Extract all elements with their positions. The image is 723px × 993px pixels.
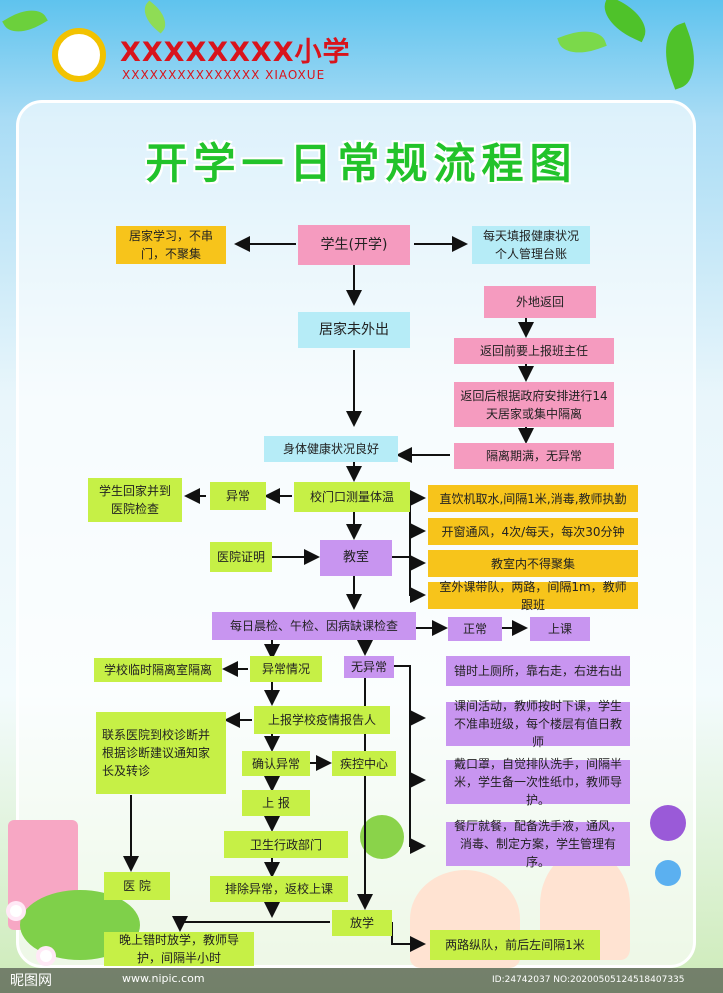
node-no-travel: 居家未外出 xyxy=(298,312,410,348)
node-no-gathering: 教室内不得聚集 xyxy=(428,550,638,577)
node-report-teacher: 返回前要上报班主任 xyxy=(454,338,614,364)
node-classroom: 教室 xyxy=(320,540,392,576)
node-abnormal-situation: 异常情况 xyxy=(250,656,322,682)
node-student-start: 学生(开学) xyxy=(298,225,410,265)
node-health-good: 身体健康状况良好 xyxy=(264,436,398,462)
node-normal: 正常 xyxy=(448,617,502,641)
node-gate-temperature: 校门口测量体温 xyxy=(294,482,410,512)
node-report-up: 上 报 xyxy=(242,790,310,816)
site-logo: 昵图网 xyxy=(10,973,52,989)
node-go-hospital: 学生回家并到医院检查 xyxy=(88,478,182,522)
node-quarantine-14: 返回后根据政府安排进行14天居家或集中隔离 xyxy=(454,382,614,427)
node-break-activity: 课间活动，教师按时下课，学生不准串班级，每个楼层有值日教师 xyxy=(446,699,630,749)
image-id: ID:24742037 NO:20200505124518407335 xyxy=(492,975,685,985)
node-return-from-outside: 外地返回 xyxy=(484,286,596,318)
node-report-epidemic: 上报学校疫情报告人 xyxy=(254,706,390,734)
flower-decoration xyxy=(40,950,52,962)
page-title: 开学一日常规流程图 xyxy=(145,139,578,188)
node-abnormal: 异常 xyxy=(210,482,266,510)
node-quarantine-end: 隔离期满，无异常 xyxy=(454,443,614,469)
node-isolation-room: 学校临时隔离室隔离 xyxy=(94,658,222,682)
node-confirm-abnormal: 确认异常 xyxy=(242,751,310,776)
school-logo xyxy=(52,28,106,82)
node-two-lines: 两路纵队，前后左间隔1米 xyxy=(430,930,600,960)
node-cdc: 疾控中心 xyxy=(332,751,396,776)
node-no-abnormal: 无异常 xyxy=(344,656,394,678)
node-ventilation: 开窗通风，4次/每天，每次30分钟 xyxy=(428,518,638,545)
node-outdoor-class: 室外课带队，两路，间隔1m，教师跟班 xyxy=(428,580,638,612)
watermark-bar xyxy=(0,968,723,993)
node-back-to-school: 排除异常，返校上课 xyxy=(210,876,348,902)
node-hospital: 医 院 xyxy=(104,872,170,900)
node-mask-wash: 戴口罩，自觉排队洗手，间隔半米，学生备一次性纸巾，教师导护。 xyxy=(446,757,630,807)
node-daily-health-report: 每天填报健康状况个人管理台账 xyxy=(472,226,590,264)
node-health-department: 卫生行政部门 xyxy=(224,831,348,858)
node-daily-checks: 每日晨检、午检、因病缺课检查 xyxy=(212,612,416,640)
virus-illustration xyxy=(650,805,686,841)
virus-illustration xyxy=(360,815,404,859)
node-staggered-dismissal: 晚上错时放学，教师导护，间隔半小时 xyxy=(104,932,254,966)
node-hospital-proof: 医院证明 xyxy=(210,542,272,572)
virus-illustration xyxy=(655,860,681,886)
node-stay-home: 居家学习，不串门，不聚集 xyxy=(116,226,226,264)
node-water-dispenser: 直饮机取水,间隔1米,消毒,教师执勤 xyxy=(428,485,638,512)
node-attend-class: 上课 xyxy=(530,617,590,641)
site-url: www.nipic.com xyxy=(122,972,205,985)
school-name-pinyin: XXXXXXXXXXXXXXX XIAOXUE xyxy=(122,68,326,82)
node-contact-hospital: 联系医院到校诊断并根据诊断建议通知家长及转诊 xyxy=(96,712,226,794)
flower-decoration xyxy=(10,905,22,917)
node-canteen: 餐厅就餐，配备洗手液，通风，消毒、制定方案，学生管理有序。 xyxy=(446,819,630,869)
school-name: XXXXXXXX小学 xyxy=(120,37,351,68)
node-toilet-rule: 错时上厕所，靠右走，右进右出 xyxy=(446,656,630,686)
node-dismissal: 放学 xyxy=(332,910,392,936)
